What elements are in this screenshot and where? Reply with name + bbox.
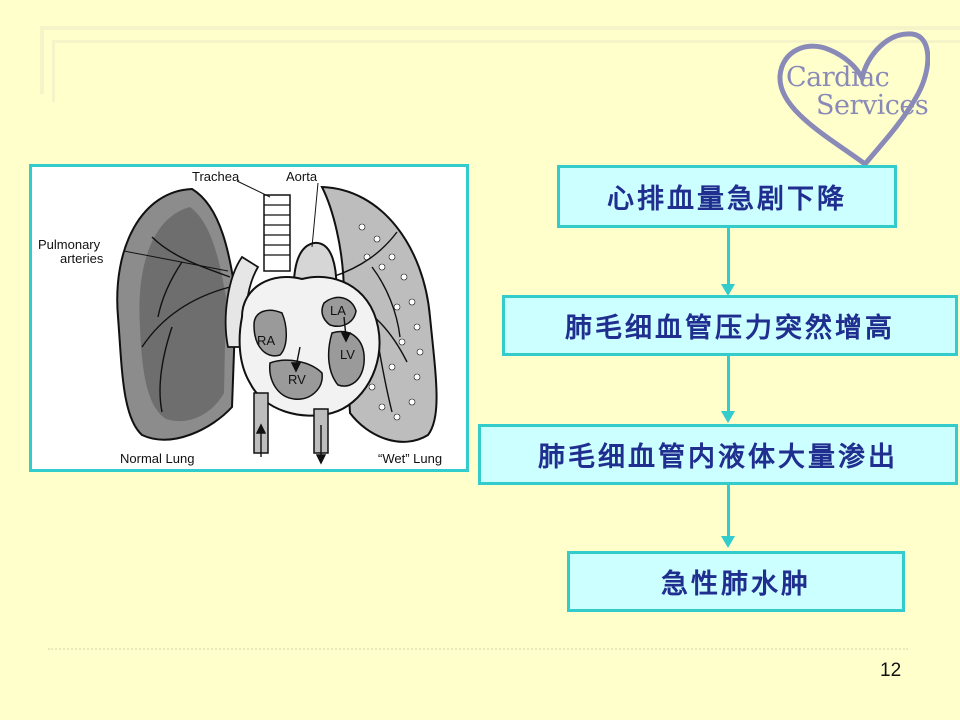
frame-line-top xyxy=(40,26,960,30)
flow-arrow-1 xyxy=(727,228,730,285)
lv-label: LV xyxy=(340,347,355,362)
normal-lung-label: Normal Lung xyxy=(120,451,195,466)
heart-icon xyxy=(777,31,931,168)
la-label: LA xyxy=(330,303,346,318)
normal-lung-inner xyxy=(139,207,226,422)
flow-arrowhead-2 xyxy=(721,411,735,423)
page-number: 12 xyxy=(880,660,902,681)
logo-text-services: Services xyxy=(816,90,929,121)
flow-arrowhead-3 xyxy=(721,536,735,548)
trachea-shape xyxy=(263,194,291,272)
logo-text-cardiac: Cardiac xyxy=(786,62,890,93)
trachea-label: Trachea xyxy=(192,169,240,184)
lung-heart-diagram: Trachea Aorta Pulmonary arteries RA RV L… xyxy=(29,164,469,472)
frame-line-top-2 xyxy=(52,40,960,43)
flow-arrow-3 xyxy=(727,485,730,537)
ra-label: RA xyxy=(257,333,276,348)
left-atrium-shape xyxy=(321,296,357,327)
flow-step-1: 心排血量急剧下降 xyxy=(557,165,897,228)
flow-step-3: 肺毛细血管内液体大量渗出 xyxy=(478,424,958,485)
flow-arrowhead-1 xyxy=(721,284,735,296)
aorta-label: Aorta xyxy=(286,169,318,184)
flow-step-2: 肺毛细血管压力突然增高 xyxy=(502,295,958,356)
frame-line-left-2 xyxy=(52,40,55,102)
wet-lung-label: “Wet” Lung xyxy=(378,451,443,466)
rv-label: RV xyxy=(288,372,306,387)
frame-line-bottom xyxy=(48,648,908,650)
lung-heart-illustration xyxy=(116,180,438,465)
pulmonary-label: Pulmonary xyxy=(38,237,101,252)
flow-step-4: 急性肺水肿 xyxy=(567,551,905,612)
left-ventricle-shape xyxy=(327,330,365,387)
flow-arrow-2 xyxy=(727,356,730,412)
frame-line-left xyxy=(40,26,44,94)
cardiac-services-logo: Cardiac Services xyxy=(770,28,931,168)
arteries-label: arteries xyxy=(60,251,104,266)
right-atrium-shape xyxy=(253,309,287,357)
